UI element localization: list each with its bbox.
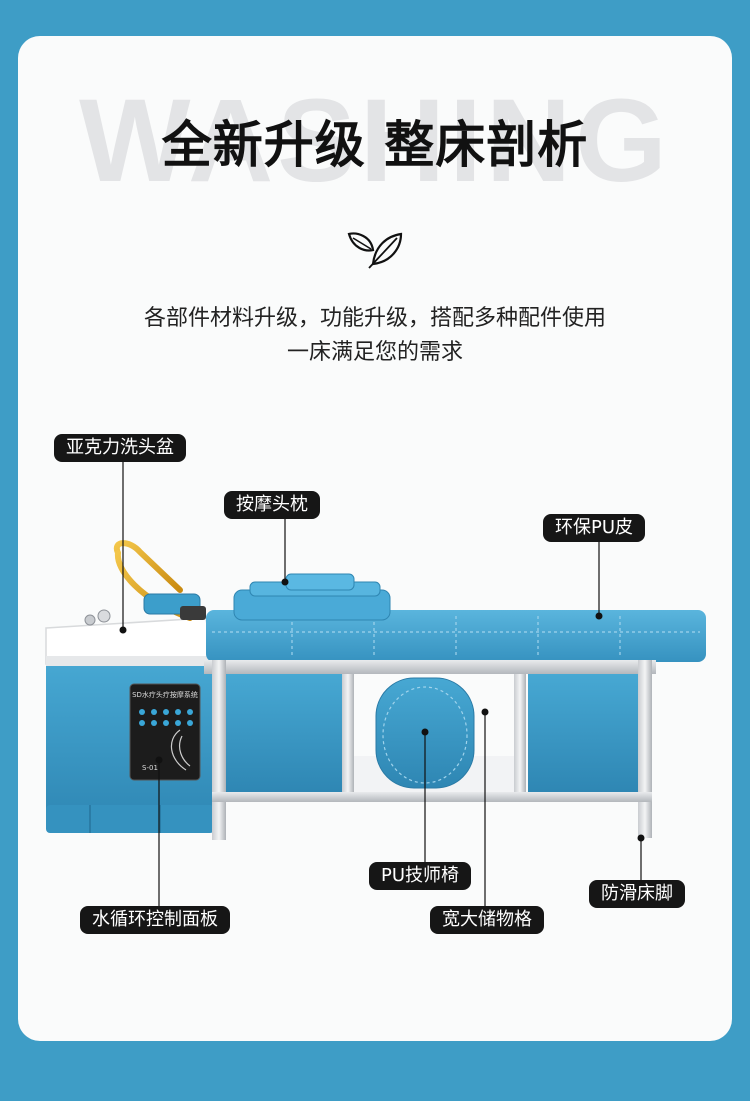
- label-acrylic-basin: 亚克力洗头盆: [54, 434, 186, 462]
- label-massage-pillow: 按摩头枕: [224, 491, 320, 519]
- leaf-icon: [347, 232, 403, 269]
- label-water-panel: 水循环控制面板: [80, 906, 230, 934]
- panel-brand: SD水疗头疗按摩系统: [132, 690, 198, 699]
- label-anti-slip-legs: 防滑床脚: [589, 880, 685, 908]
- panel-model: S-01: [142, 764, 158, 772]
- control-panel: [129, 683, 201, 781]
- label-pu-stool: PU技师椅: [369, 862, 472, 890]
- background-word: WASHING: [79, 75, 671, 207]
- subtitle-line-1: 各部件材料升级，功能升级，搭配多种配件使用: [143, 306, 606, 331]
- label-storage: 宽大储物格: [430, 906, 544, 934]
- page-title: 全新升级 整床剖析: [161, 116, 589, 174]
- subtitle-line-2: 一床满足您的需求: [286, 340, 463, 365]
- label-pu-leather: 环保PU皮: [543, 514, 646, 542]
